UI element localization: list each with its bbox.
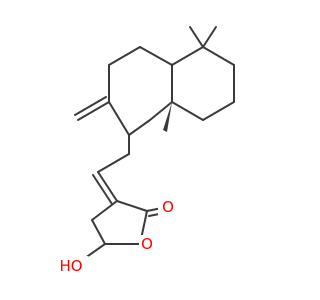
ring-b-bonds [171,46,235,121]
stereo-wedge-methyl [163,102,172,132]
bond [77,101,110,121]
bond [108,101,130,136]
bond [116,200,148,212]
bond [97,171,118,202]
bond [97,153,130,173]
ring-oxygen-label: O [141,235,153,253]
molecule-canvas: O O HO [56,26,235,276]
side-chain-bonds [97,134,130,173]
bond [171,101,204,121]
label-background [56,256,90,276]
lactone-ring-bonds [91,200,148,245]
label-background [158,197,178,217]
bond [149,101,173,121]
bond [128,119,151,136]
exo-methylene-double-bond [74,96,110,121]
bond [108,46,141,66]
bond [92,174,113,205]
bond [91,219,106,245]
ring-a-bonds [108,46,173,136]
bond [74,96,107,116]
bond [171,46,204,66]
bond [202,101,235,121]
bond [202,26,217,48]
bond [202,46,235,66]
bond [189,26,204,48]
carbonyl-oxygen-label: O [162,198,174,216]
label-background [139,235,155,255]
bond [91,200,118,221]
hydroxyl-label: HO [59,257,82,275]
gem-dimethyl-bonds [189,26,217,48]
bond [139,46,173,66]
alkylidene-double-bond [92,171,118,205]
chemical-structure-drawing: O O HO [56,26,235,276]
